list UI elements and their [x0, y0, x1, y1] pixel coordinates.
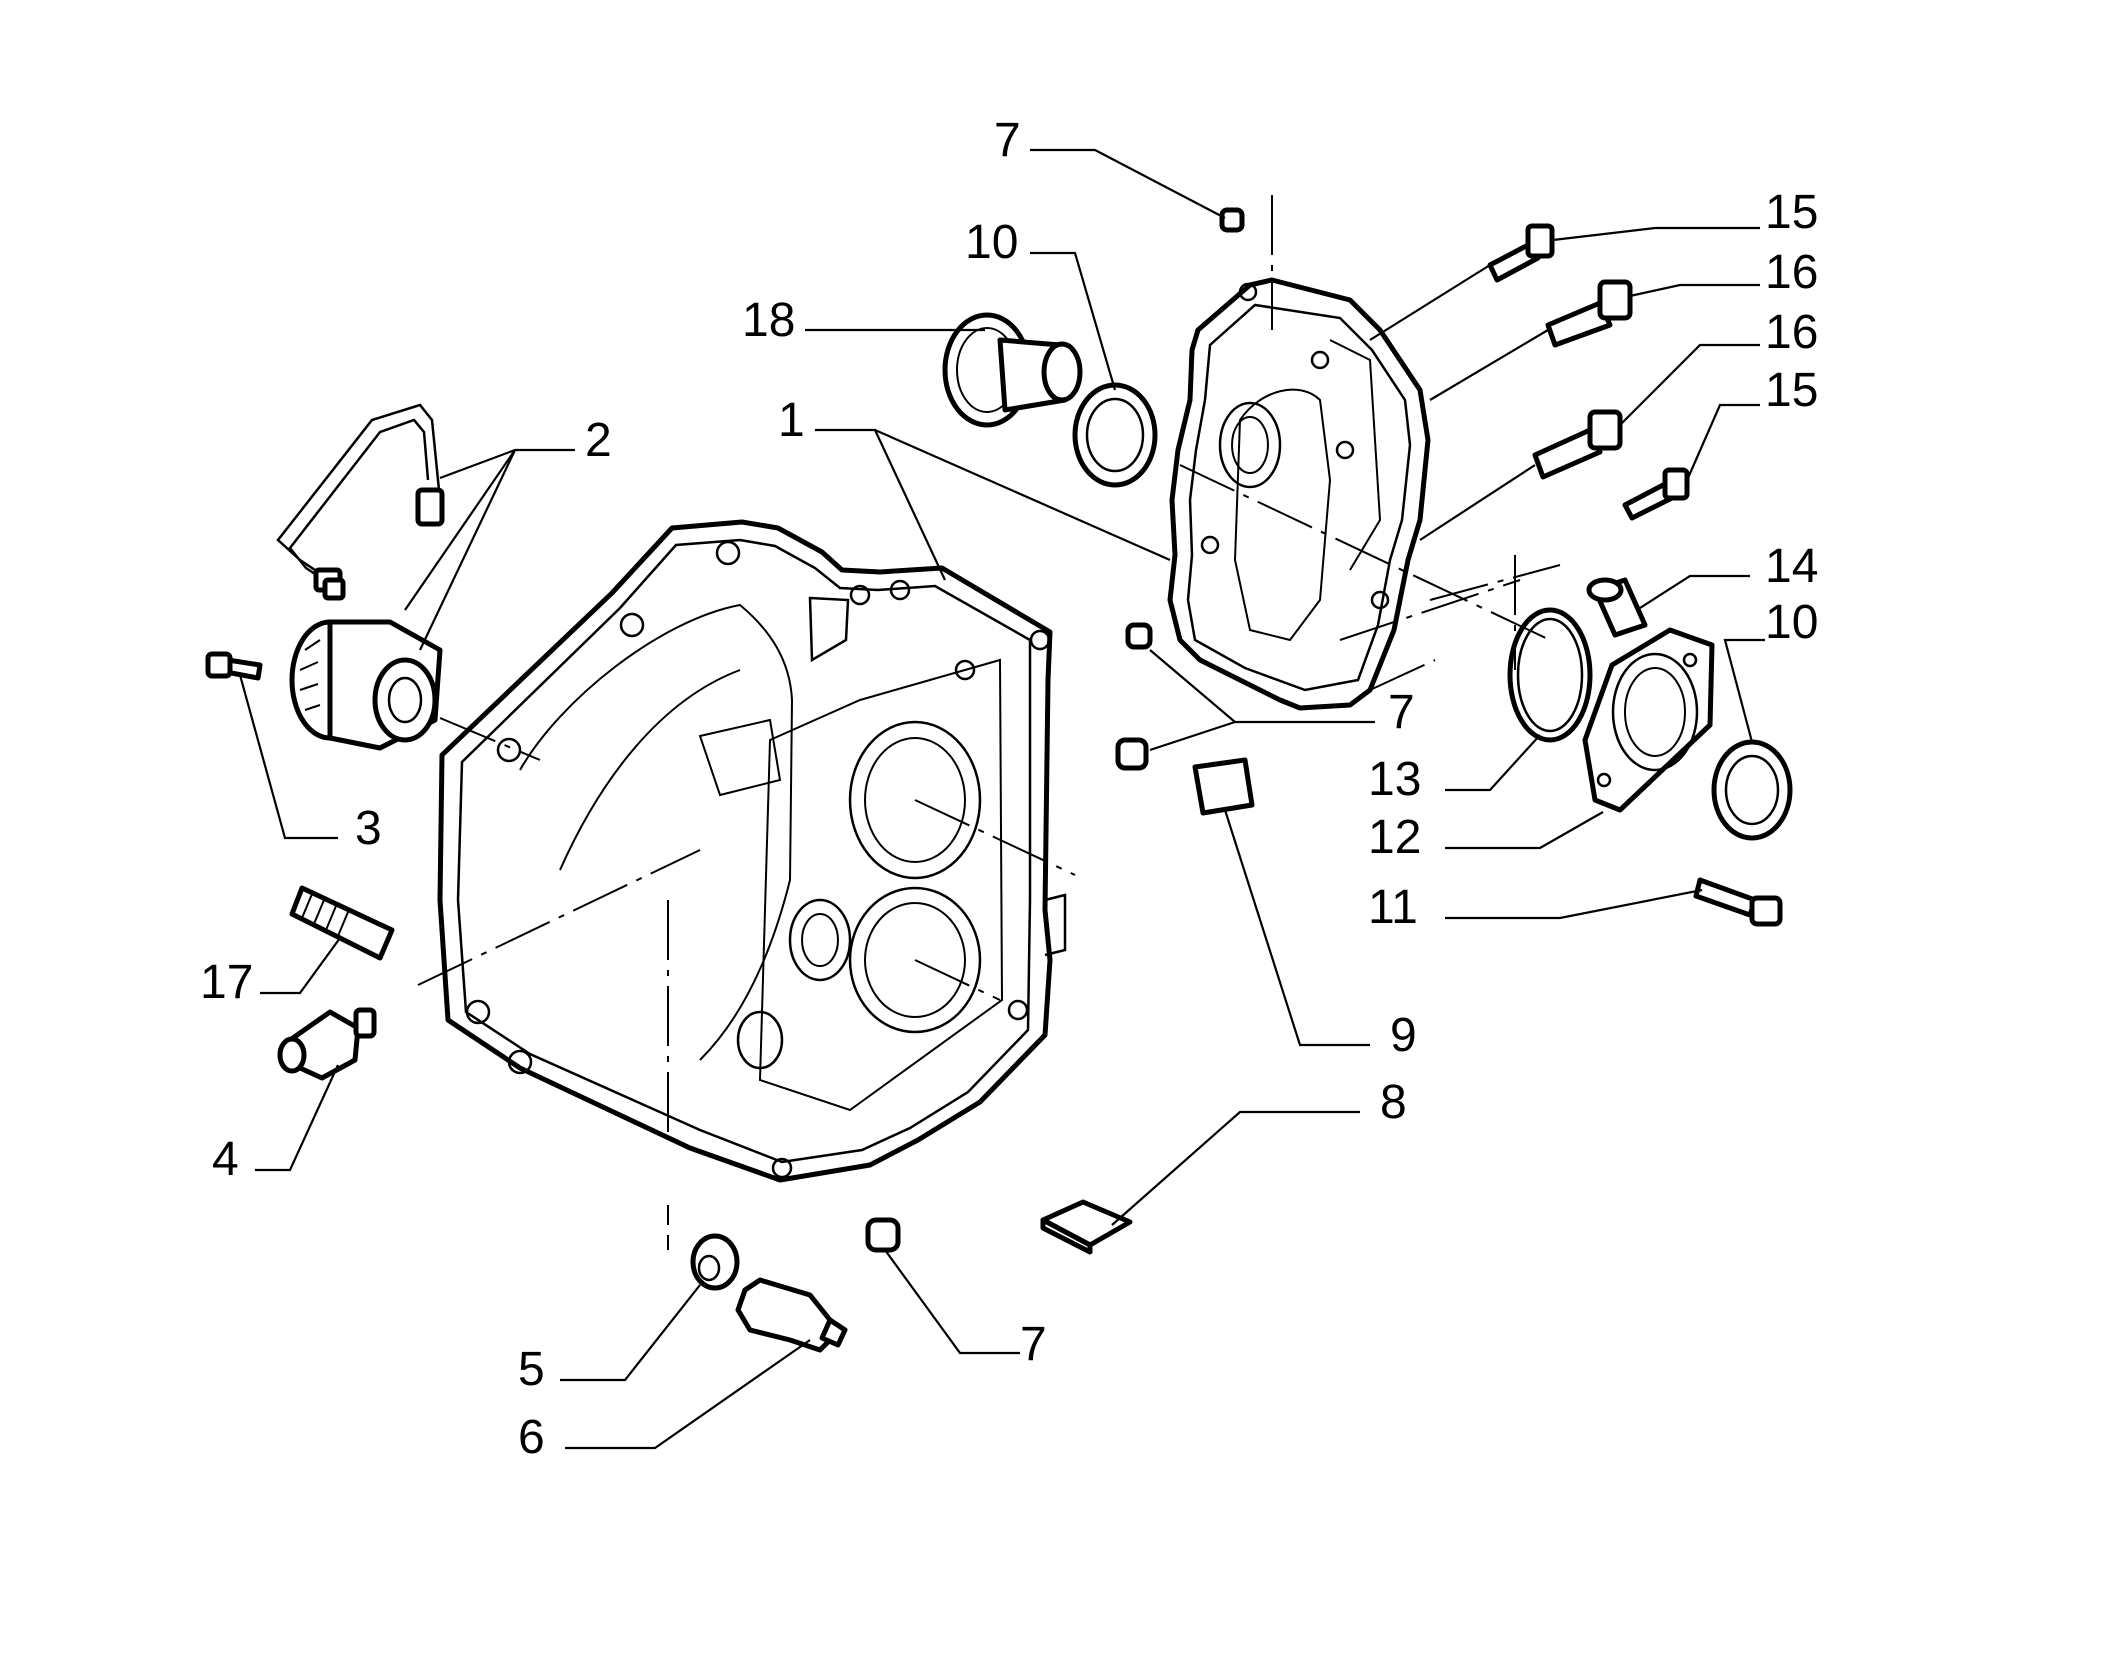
leader-lines [238, 148, 1765, 1450]
dowel-bottom [865, 1217, 901, 1253]
stud-17 [289, 885, 395, 961]
bolt-15-lower [1622, 467, 1690, 521]
oil-seal-right [1711, 739, 1793, 841]
plug-middle [1125, 622, 1153, 650]
callout-18: 18 [742, 294, 795, 347]
bearing-sleeve [942, 312, 1083, 428]
callout-3: 3 [355, 802, 382, 855]
callout-8: 8 [1380, 1076, 1407, 1129]
bolt-11 [1693, 877, 1783, 927]
callout-1: 1 [778, 394, 805, 447]
plate-8 [1040, 1199, 1133, 1255]
callout-2: 2 [585, 414, 612, 467]
callout-7-bottom: 7 [1020, 1318, 1047, 1371]
callout-14: 14 [1765, 540, 1818, 593]
oil-seal-top [1072, 382, 1158, 488]
callout-labels: 7 10 18 1 2 3 17 4 5 6 7 8 9 7 13 12 11 … [200, 114, 1818, 1464]
callout-9: 9 [1390, 1009, 1417, 1062]
callout-16-top: 16 [1765, 246, 1818, 299]
callout-7-middle: 7 [1388, 686, 1415, 739]
bolt-16-top [1545, 279, 1633, 348]
callout-11: 11 [1368, 881, 1418, 934]
clutch-slave-cylinder [276, 403, 445, 751]
sensor-6 [735, 1277, 848, 1353]
plug-top [1219, 207, 1245, 233]
callout-15-top: 15 [1765, 186, 1818, 239]
bush-5 [690, 1233, 740, 1291]
callout-16-lower: 16 [1765, 306, 1818, 359]
callout-5: 5 [518, 1343, 545, 1396]
bolt-16-lower [1532, 409, 1623, 480]
bush-14 [1586, 577, 1648, 638]
gearbox-housing [437, 519, 1067, 1183]
end-cover [1167, 277, 1431, 711]
pad-9 [1192, 757, 1255, 816]
dowel-right [1115, 737, 1149, 771]
callout-7-top: 7 [994, 114, 1021, 167]
callout-15-lower: 15 [1765, 364, 1818, 417]
callout-13: 13 [1368, 753, 1421, 806]
o-ring-13 [1507, 607, 1593, 743]
flange-12 [1582, 627, 1715, 813]
bolt-3 [205, 651, 263, 681]
callout-10-top: 10 [965, 216, 1018, 269]
callout-10-right: 10 [1765, 596, 1818, 649]
callout-12: 12 [1368, 811, 1421, 864]
bolt-15-top [1487, 223, 1555, 283]
callout-4: 4 [212, 1133, 239, 1186]
callout-17: 17 [200, 956, 253, 1009]
sensor-4 [277, 1007, 377, 1081]
center-lines [417, 195, 1561, 1250]
callout-6: 6 [518, 1411, 545, 1464]
